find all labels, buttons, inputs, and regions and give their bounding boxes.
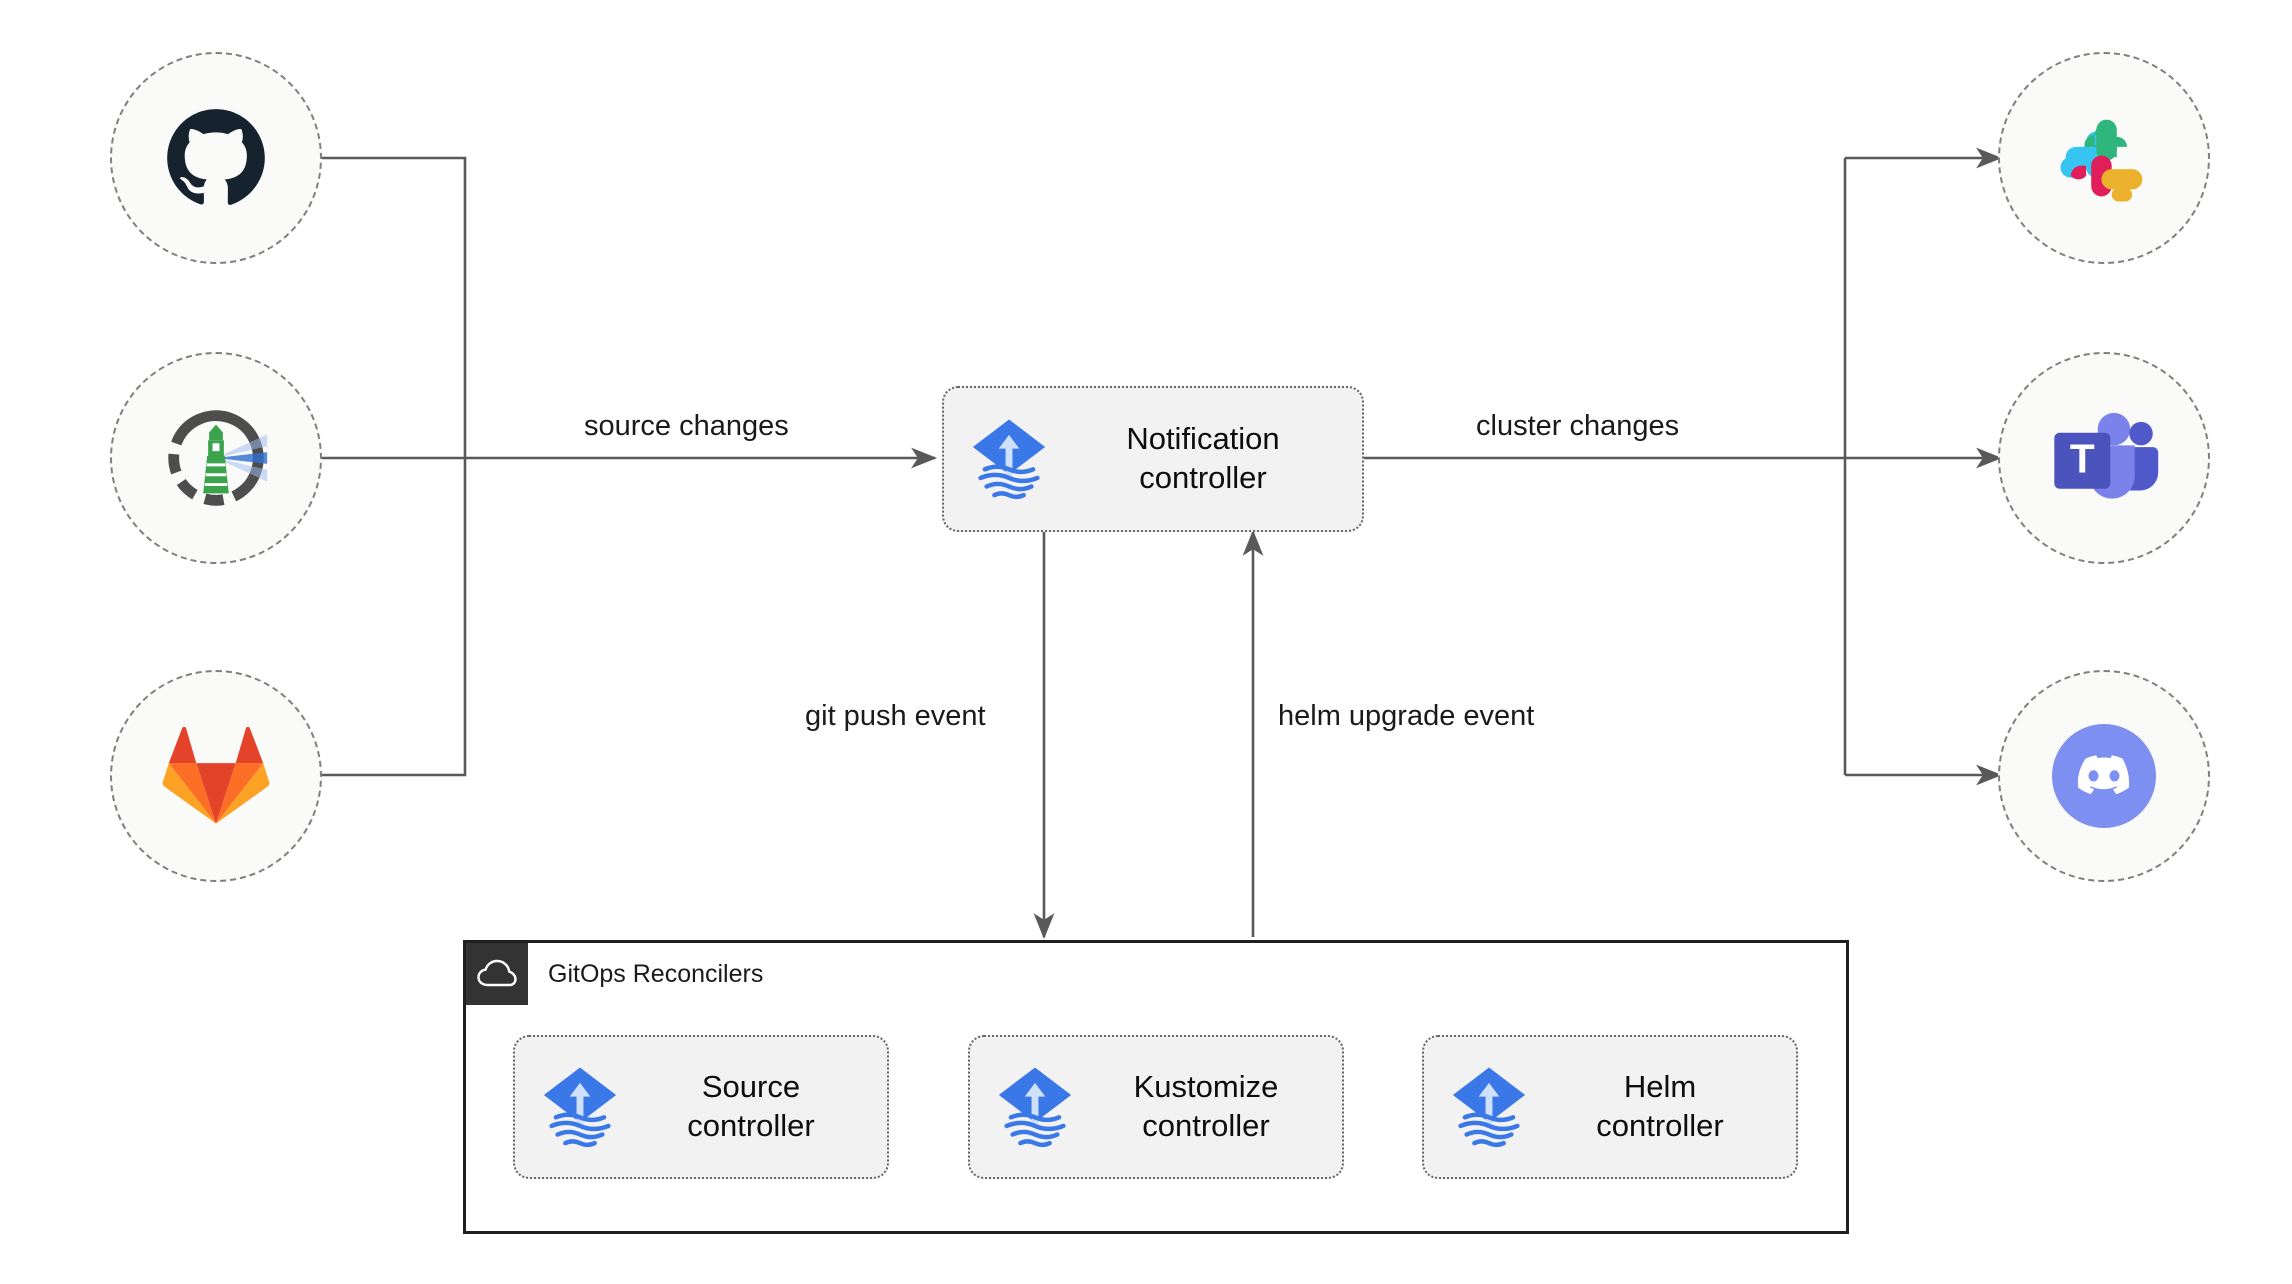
source-node-github[interactable] [110,52,322,264]
helm-controller-label: Helm controller [1538,1068,1796,1146]
github-icon [167,109,265,205]
gitlab-icon [162,726,270,824]
edge-label-source-changes: source changes [574,410,799,444]
discord-icon [2052,724,2156,828]
flux-icon [1446,1064,1532,1150]
helm-controller-line2: controller [1596,1108,1724,1143]
svg-text:T: T [2070,435,2095,481]
edge-label-cluster-changes: cluster changes [1466,410,1690,444]
kustomize-controller-line2: controller [1142,1108,1270,1143]
destination-node-slack[interactable] [1998,52,2210,264]
lighthouse-icon [168,410,268,506]
destination-node-teams[interactable]: T [1998,352,2210,564]
slack-icon [2060,119,2143,202]
source-controller-line2: controller [687,1108,815,1143]
destination-node-discord[interactable] [1998,670,2210,882]
flux-icon [537,1064,623,1150]
source-node-gitlab[interactable] [110,670,322,882]
notification-controller-label: Notification controller [1058,420,1362,498]
cloud-icon-tab [466,943,528,1005]
source-controller-line1: Source [701,1069,801,1105]
helm-controller-node[interactable]: Helm controller [1422,1035,1798,1179]
notification-controller-line2: controller [1139,460,1267,495]
helm-controller-line1: Helm [1623,1069,1697,1105]
edge-label-helm-upgrade-event: helm upgrade event [1268,700,1545,734]
teams-icon: T [2054,412,2159,499]
group-title: GitOps Reconcilers [548,960,764,988]
source-controller-label: Source controller [629,1068,887,1146]
source-node-bucket[interactable] [110,352,322,564]
kustomize-controller-line1: Kustomize [1133,1069,1279,1105]
notification-controller-node[interactable]: Notification controller [942,386,1364,532]
flux-icon [966,416,1052,502]
edge-label-git-push-event: git push event [795,700,996,734]
flux-icon [992,1064,1078,1150]
edge-sources-trunk [298,156,467,777]
source-controller-node[interactable]: Source controller [513,1035,889,1179]
cloud-icon [477,959,517,987]
notification-controller-line1: Notification [1126,421,1280,457]
kustomize-controller-node[interactable]: Kustomize controller [968,1035,1344,1179]
kustomize-controller-label: Kustomize controller [1084,1068,1342,1146]
